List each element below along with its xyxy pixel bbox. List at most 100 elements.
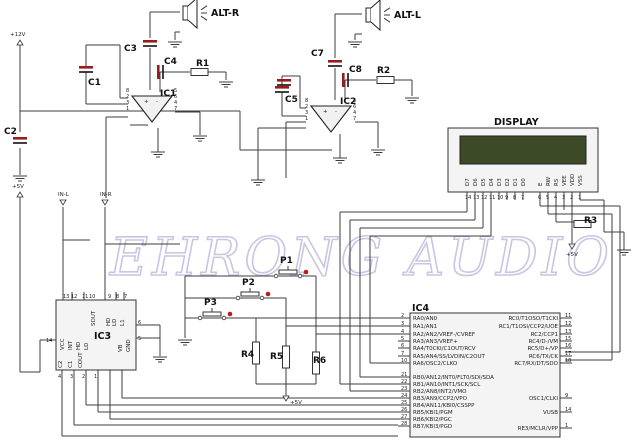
pushbutton-p2[interactable]: P2 [235,278,271,301]
pushbutton-label: P2 [242,278,255,288]
ic4-pin-number: 2 [401,313,404,319]
speaker-alt-right: ALT-R [182,0,240,30]
resistor-label: R5 [270,352,283,362]
ic4-pin-number: 5 [401,336,404,342]
wiring [19,11,625,437]
ic4-pin-right: OSC1/CLKI [529,396,559,402]
ic4-pin-number: 25 [401,400,407,406]
opamp-minus: - [156,99,158,105]
ic4-pin-right: RC1/T1OSI/CCP2/UOE [499,324,559,330]
ic4-pin-number: 17 [565,351,571,357]
ic3-pin-number: 2 [82,374,85,380]
ic3-pin-number: 6 [138,320,141,326]
resistor-label: R3 [584,216,597,226]
ic4-pin-number: 9 [565,393,568,399]
display-pin-number: 13 [473,195,479,201]
pushbutton-p3[interactable]: P3 [197,298,233,321]
power-5v-bottom-label: +5V [290,400,302,406]
ground-icon [617,249,631,256]
ic4-pin-number: 18 [565,358,571,364]
opamp-pin-number: 4 [353,110,356,116]
ic4-pin-number: 26 [401,407,407,413]
ic3-right-pin: GND [126,339,132,352]
display-pin-number: 14 [465,195,471,201]
opamp-label: IC1 [160,89,176,99]
display-pin-d5: D5 [481,178,487,186]
display-pin-number: 9 [505,195,508,201]
ic4-pin-right: RC0/T1OSO/T1CKI [508,316,558,322]
capacitor-c1: C1 [79,66,101,88]
ic4-pin-left: RB0/AN12/INT0/FLT0/SDI/SDA [413,375,494,381]
ground-icon [151,151,165,158]
opamp-pin-number: 8 [305,98,308,104]
opamp-label: IC2 [340,97,356,107]
ic4-pin-number: 21 [401,372,407,378]
ic4-pin-left: RB7/KBI3/PGD [413,424,452,430]
ic4-pin-left: RA2/AN2/VREF-/CVREF [413,332,475,338]
display-pin-d3: D3 [497,178,503,186]
opamp-pin-number: 2 [305,104,308,110]
ic4-chip: IC4RA0/AN02RA1/AN13RA2/AN2/VREF-/CVREF4R… [398,303,572,438]
opamp-pin-number: 3 [305,110,308,116]
ic4-pin-left: RA3/AN3/VREF+ [413,339,458,345]
input-left-label: IN-L [58,192,70,198]
ic3-pin-number: 8 [116,294,119,300]
opamp-pin-number: 5 [174,88,177,94]
opamp-pin-number: 1 [305,116,308,122]
ic4-pin-number: 14 [565,407,571,413]
ic4-pin-left: RB4/AN11/KBI0/CSSPP [413,403,475,409]
pushbutton-p1[interactable]: P1 [273,256,309,279]
speaker-alt-left: ALT-L [365,0,421,32]
ic3-bottom-pin: COUT [78,352,84,368]
display-pin-number: 11 [489,195,495,201]
speaker-label: ALT-L [394,10,421,21]
display-pin-vss: VSS [578,175,584,186]
display-pin-rs: RS [554,178,560,186]
power-12v-arrow-icon [16,39,24,50]
capacitor-label: C8 [349,65,362,75]
ic3-pin-number: 3 [70,374,73,380]
opamp-pin-number: 7 [353,116,356,122]
display-pin-rw: RW [546,176,552,186]
display-pin-d7: D7 [465,178,471,186]
ic4-pin-number: 22 [401,379,407,385]
ground-icon [153,356,167,363]
power-5v-arrow-icon [16,191,24,202]
capacitor-label: C1 [88,78,101,88]
capacitor-c6 [277,79,291,86]
display-pin-d2: D2 [505,178,511,186]
ic4-pin-number: 11 [565,313,571,319]
capacitor-label: C5 [285,95,298,105]
resistor-r6: R6 [312,351,326,375]
opamp-pin-number: 8 [126,88,129,94]
display-pin-d4: D4 [489,178,495,186]
ic4-pin-left: RB5/KBI1/PGM [413,410,453,416]
ic3-pin-int: INT [68,340,74,350]
ground-icon [168,41,182,48]
ic4-pin-number: 13 [565,329,571,335]
ic4-pin-left: RB6/KBI2/PGC [413,417,452,423]
display-pin-d0: D0 [521,178,527,186]
ground-icon [251,179,265,186]
display-pin-number: 3 [562,195,565,201]
power-5v-r3-label: +5V [566,252,578,258]
capacitor-c4: C4 [157,57,177,79]
ic3-bottom-pin: C1 [68,361,74,368]
display-pin-d1: D1 [513,178,519,186]
display-pin-e: E [538,182,544,186]
ic4-pin-left: RB3/AN9/CCP2/VPO [413,396,468,402]
display-pin-number: 4 [554,195,557,201]
ic4-pin-left: RA6/OSC2/CLKO [413,361,458,367]
ic3-pin-number: 14 [46,338,52,344]
ic3-bottom-pin: C2 [58,361,64,368]
lcd-display: DISPLAYD714D613D512D411D310D29D18D07E6RW… [447,117,599,201]
resistor-r3: R3 [573,216,597,228]
ground-icon [405,97,419,104]
display-pin-vee: VEE [562,175,568,186]
power-5v-r3-arrow-icon [568,243,576,250]
display-pin-number: 6 [538,195,541,201]
